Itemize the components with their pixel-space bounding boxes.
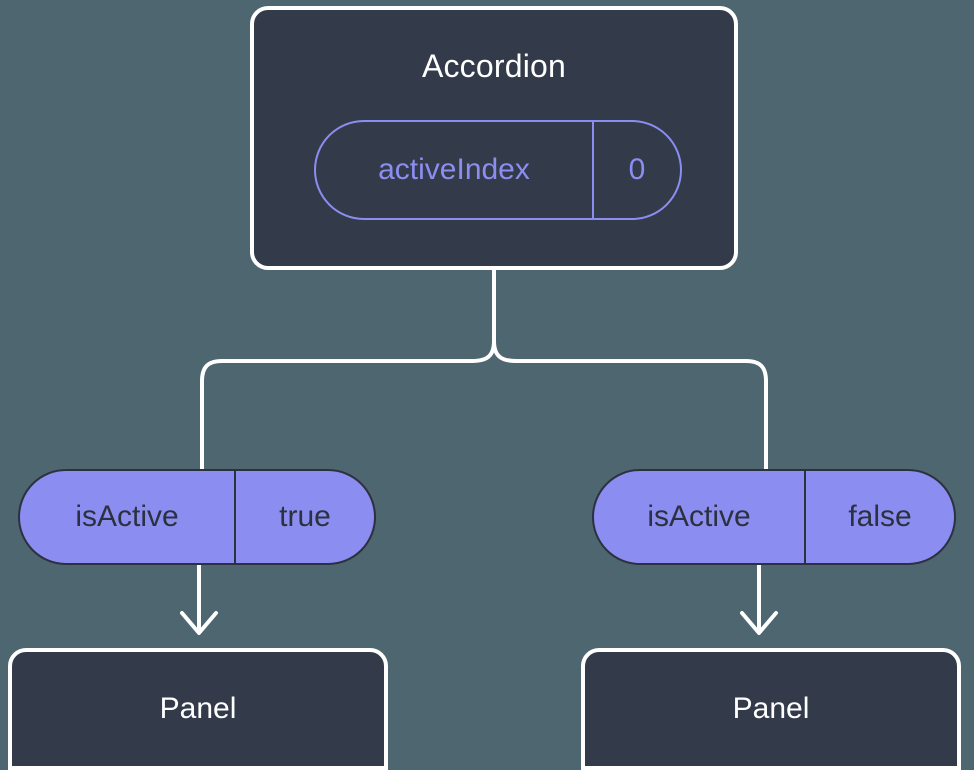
state-pill-active-index[interactable]: activeIndex 0 xyxy=(314,120,682,220)
component-title: Panel xyxy=(159,692,237,725)
arrow-head-right-icon xyxy=(740,611,778,635)
state-pill-value: 0 xyxy=(628,153,646,186)
prop-pill-value: true xyxy=(279,500,331,533)
prop-pill-is-active-true[interactable]: isActive true xyxy=(18,469,376,565)
component-node-accordion[interactable]: Accordion activeIndex 0 xyxy=(250,6,738,270)
component-node-panel-right[interactable]: Panel xyxy=(581,648,961,770)
component-node-panel-left[interactable]: Panel xyxy=(8,648,388,770)
state-pill-key: activeIndex xyxy=(316,122,594,218)
prop-pill-is-active-false[interactable]: isActive false xyxy=(592,469,956,565)
component-title: Accordion xyxy=(421,48,567,84)
prop-pill-key: isActive xyxy=(594,471,806,563)
connector-fork-left xyxy=(200,339,496,383)
arrow-head-left-icon xyxy=(180,611,218,635)
prop-pill-key: isActive xyxy=(20,471,236,563)
connector-fork-right xyxy=(492,339,768,383)
component-title: Panel xyxy=(732,692,810,725)
prop-pill-value: false xyxy=(848,500,912,533)
